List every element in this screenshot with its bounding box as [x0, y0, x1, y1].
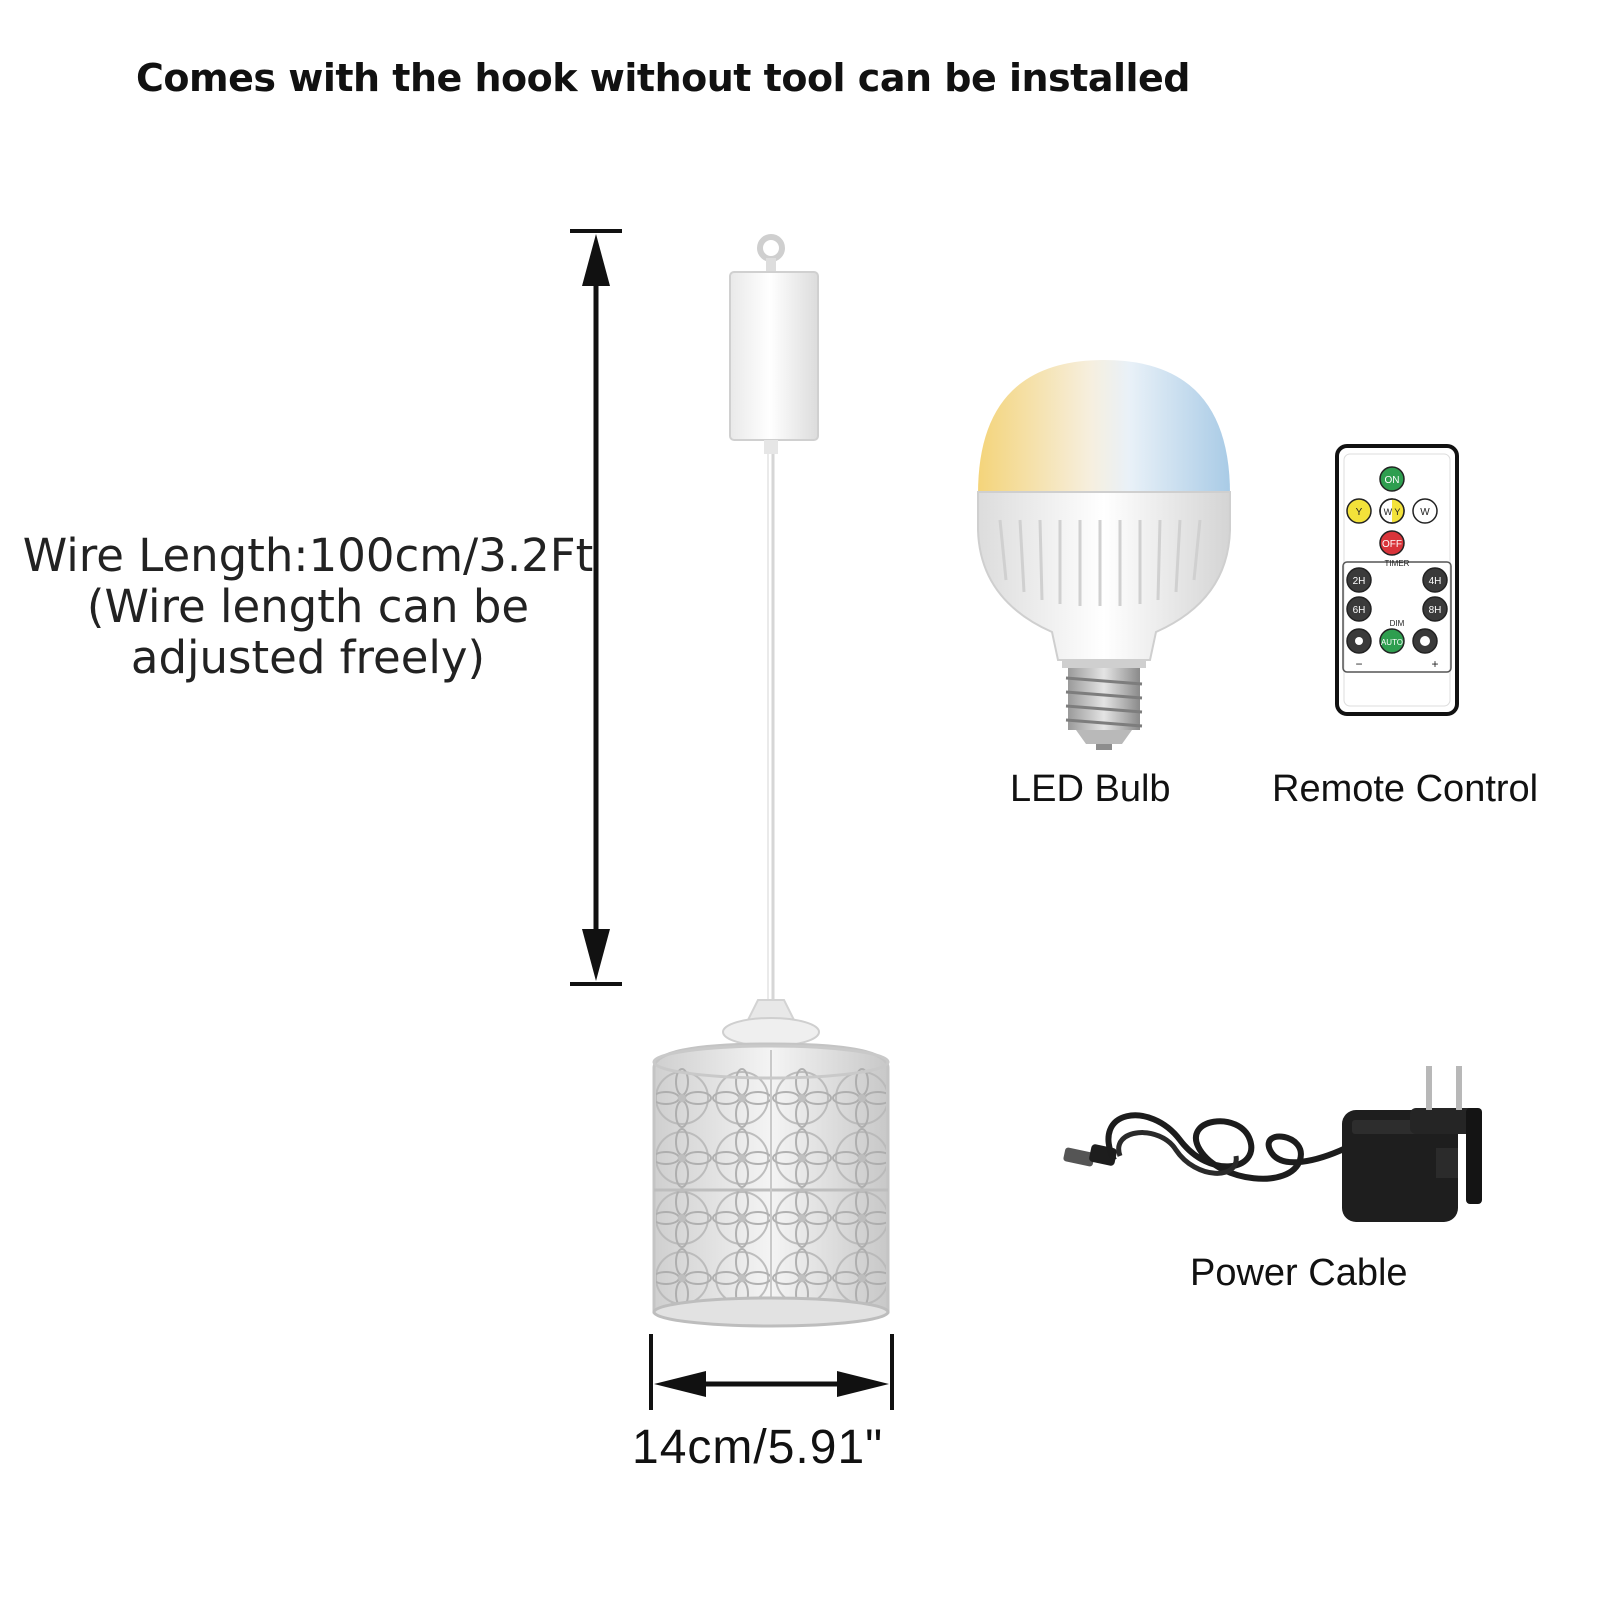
remote-plus-label: + — [1431, 657, 1438, 671]
remote-dim-label: DIM — [1390, 619, 1405, 628]
remote-auto-label: AUTO — [1381, 638, 1403, 647]
lamp-shade — [652, 1042, 890, 1328]
power-cable-label: Power Cable — [1190, 1252, 1408, 1294]
remote-w-label: W — [1420, 507, 1430, 518]
led-bulb-label: LED Bulb — [1010, 768, 1171, 810]
wall-adapter-icon — [1342, 1066, 1482, 1222]
wire-length-line-2: (Wire length can be — [86, 580, 530, 633]
wire-length-line-3: adjusted freely) — [130, 631, 486, 684]
remote-minus-label: − — [1355, 657, 1362, 671]
remote-2h-label: 2H — [1353, 576, 1366, 587]
headline: Comes with the hook without tool can be … — [136, 56, 1191, 100]
remote-on-label: ON — [1385, 475, 1400, 486]
remote-y-label: Y — [1356, 507, 1363, 518]
remote-6h-label: 6H — [1353, 605, 1366, 616]
remote-off-label: OFF — [1382, 539, 1402, 550]
remote-wy-label: W Y — [1384, 507, 1401, 517]
remote-control-label: Remote Control — [1272, 768, 1539, 810]
wire-length-line-1: Wire Length:100cm/3.2Ft — [22, 529, 594, 582]
remote-4h-label: 4H — [1429, 576, 1442, 587]
hook-icon — [757, 234, 785, 272]
remote-8h-label: 8H — [1429, 605, 1442, 616]
shade-width-label: 14cm/5.91" — [632, 1421, 884, 1474]
remote-timer-label: TIMER — [1385, 559, 1410, 568]
wire-length-annotation: Wire Length:100cm/3.2Ft (Wire length can… — [18, 530, 598, 683]
